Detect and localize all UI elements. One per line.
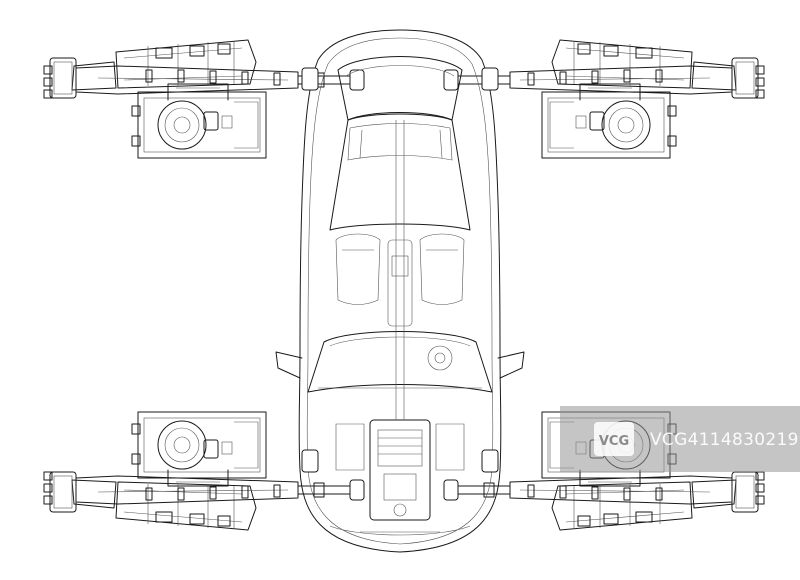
robot-arm-front-right	[443, 39, 765, 159]
watermark-text: VCG41148302199	[650, 430, 800, 450]
svg-text:VCG: VCG	[599, 434, 629, 449]
robot-arm-front-left	[43, 39, 365, 159]
watermark-logo: VCG	[594, 422, 634, 456]
car-body	[275, 29, 525, 553]
